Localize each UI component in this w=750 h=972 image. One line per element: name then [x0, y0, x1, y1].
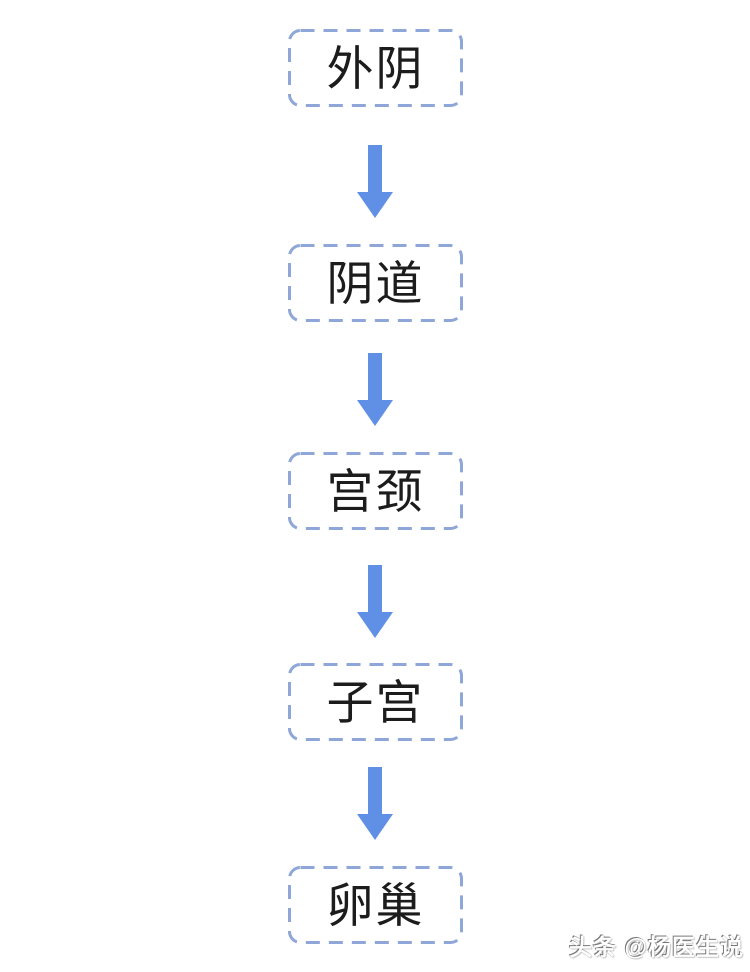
watermark: 头条 @杨医生说 [569, 928, 744, 962]
arrow-down-icon [357, 767, 393, 840]
dashed-border [288, 452, 463, 530]
arrow-down-icon [357, 353, 393, 426]
flow-node-cervix: 宫颈 [288, 452, 463, 530]
dashed-border [288, 866, 463, 944]
flow-node-vulva: 外阴 [288, 29, 463, 107]
flow-node-vagina: 阴道 [288, 244, 463, 322]
arrow-down-icon [357, 145, 393, 218]
flow-node-label: 宫颈 [326, 464, 425, 518]
dashed-border [288, 663, 463, 741]
dashed-border [288, 244, 463, 322]
flow-node-uterus: 子宫 [288, 663, 463, 741]
flow-node-label: 卵巢 [326, 878, 425, 932]
flow-node-ovary: 卵巢 [288, 866, 463, 944]
flow-node-label: 外阴 [326, 41, 425, 95]
arrow-down-icon [357, 565, 393, 638]
watermark-text: 头条 @杨医生说 [569, 934, 744, 960]
dashed-border [288, 29, 463, 107]
flow-node-label: 子宫 [326, 675, 425, 729]
flow-node-label: 阴道 [326, 256, 425, 310]
